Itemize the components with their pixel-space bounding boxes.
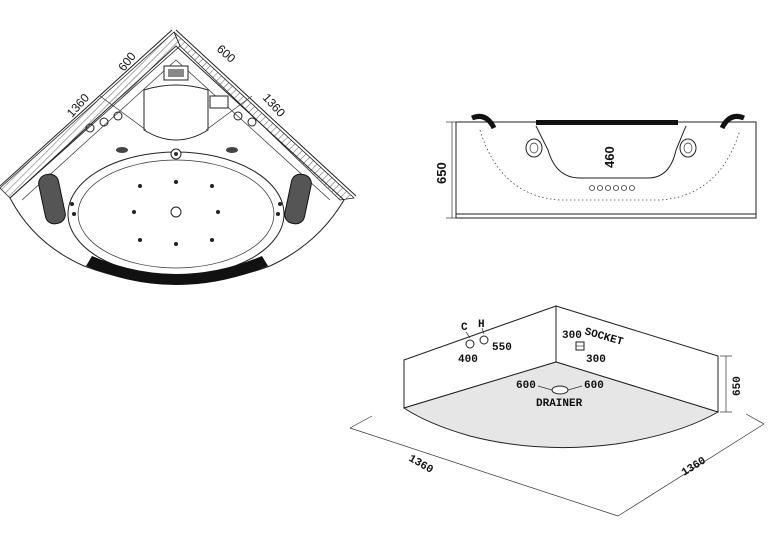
hot-label: H bbox=[478, 319, 485, 331]
drain-offset-left: 600 bbox=[516, 380, 536, 392]
headrest-right bbox=[284, 173, 312, 225]
side-left-length: 1360 bbox=[406, 453, 435, 477]
wall-hatch-right bbox=[173, 31, 355, 201]
wall-height: 650 bbox=[732, 376, 744, 396]
drain-offset-right: 600 bbox=[584, 380, 604, 392]
tap-spacing: 550 bbox=[492, 342, 512, 354]
rim-bar bbox=[536, 120, 678, 125]
drain bbox=[551, 385, 569, 395]
isometric-view: C H 400 550 SOCKET 300 300 600 600 DRAIN… bbox=[349, 305, 765, 517]
side-right-length: 1360 bbox=[680, 455, 709, 479]
pillow-left bbox=[471, 113, 497, 130]
side-view: 650 460 bbox=[434, 113, 757, 219]
hot-tap bbox=[479, 335, 489, 345]
side-height: 650 bbox=[434, 162, 449, 184]
wall-hatch-left bbox=[0, 31, 181, 199]
socket-offset-a: 300 bbox=[562, 330, 582, 342]
socket-label: SOCKET bbox=[583, 326, 625, 349]
cold-tap bbox=[465, 339, 475, 349]
top-view: 600 600 1360 1360 bbox=[0, 29, 357, 285]
tub-outline bbox=[9, 45, 345, 284]
drain-label: DRAINER bbox=[536, 398, 583, 410]
front-apron-band bbox=[86, 256, 268, 285]
cold-label: C bbox=[461, 322, 468, 334]
pillow-right bbox=[719, 113, 745, 130]
socket-offset-b: 300 bbox=[586, 354, 606, 366]
dim-right-short: 600 bbox=[214, 42, 238, 66]
tub-side-body bbox=[455, 121, 757, 219]
tap-height: 400 bbox=[458, 354, 478, 366]
headrest-left bbox=[38, 173, 66, 225]
side-inner-depth: 460 bbox=[602, 146, 617, 168]
drain-jet bbox=[170, 206, 182, 218]
tub-top-surface bbox=[402, 361, 720, 449]
